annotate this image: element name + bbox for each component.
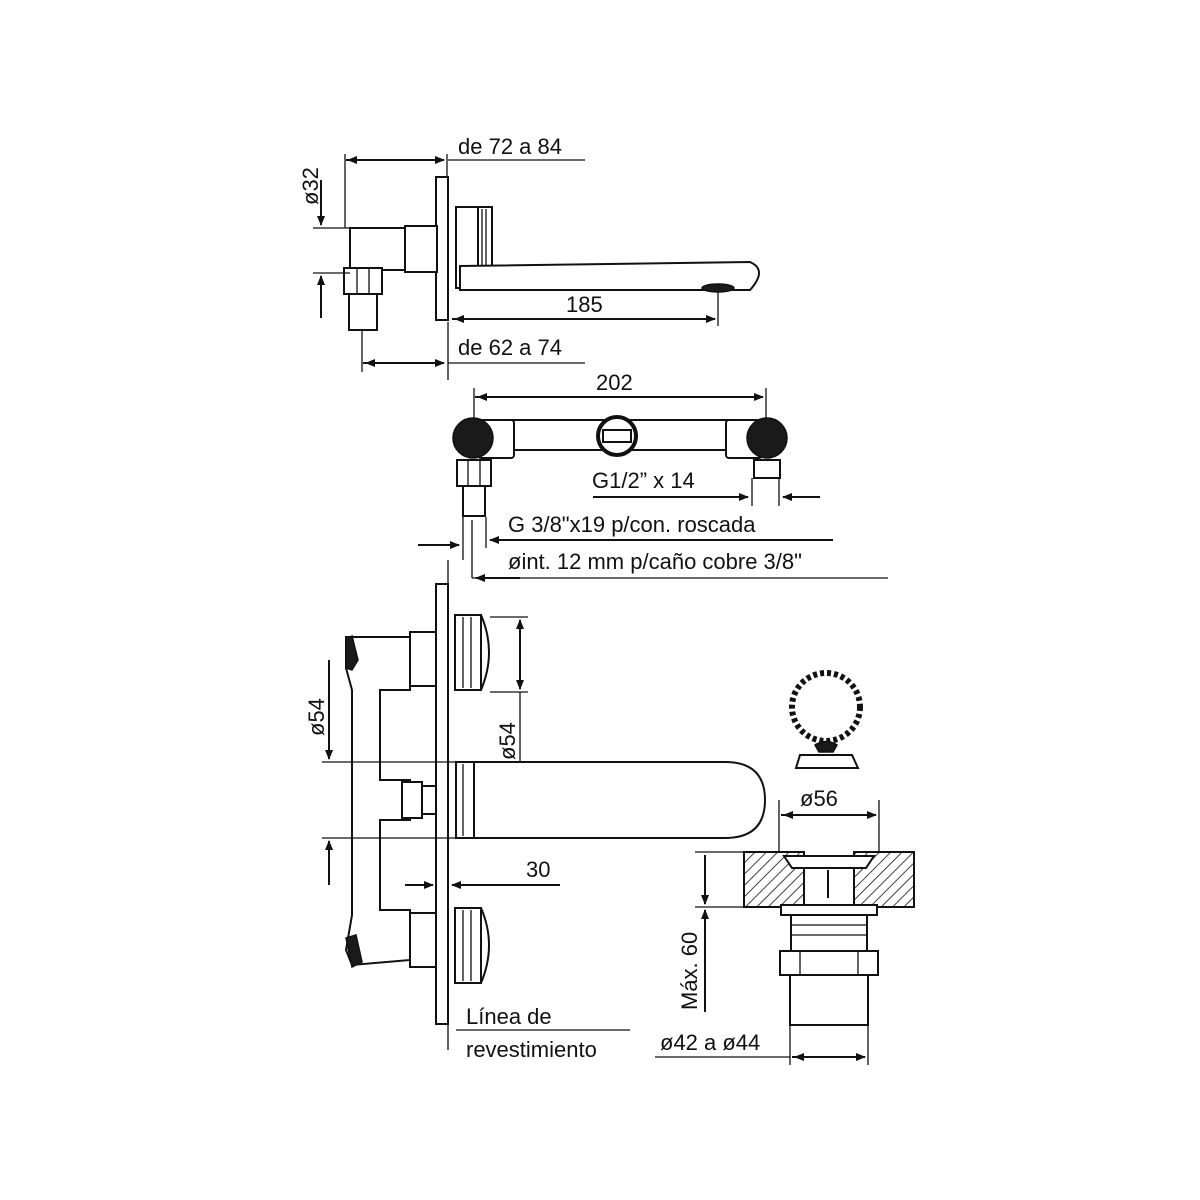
elbow-collar (404, 225, 438, 273)
upper-handle-knurl (480, 614, 490, 691)
drain-ring (780, 904, 878, 916)
label-top-width: de 72 a 84 (458, 134, 562, 159)
label-front-diameter-right: ø54 (495, 722, 520, 760)
lower-handle-base (454, 907, 482, 984)
label-thread-three-eighths: G 3/8"x19 p/con. roscada (508, 512, 756, 537)
label-cladding-line-1: Línea de (466, 1004, 552, 1029)
label-cladding-line-2: revestimiento (466, 1037, 597, 1062)
stopper-chain (789, 670, 863, 744)
label-copper-pipe: øint. 12 mm p/caño cobre 3/8" (508, 549, 802, 574)
spout (459, 260, 760, 291)
drain-thread (790, 914, 868, 952)
front-spout (455, 761, 767, 839)
front-view: ø54 ø54 30 Línea de revestimiento (304, 560, 767, 1062)
upper-handle-base (454, 614, 482, 691)
lower-handle-knurl (480, 907, 490, 984)
riser-body (344, 636, 411, 967)
right-connector (753, 459, 781, 479)
front-wall-plate (435, 583, 449, 1025)
upper-valve-collar (409, 631, 437, 687)
label-flange-offset: 30 (526, 857, 550, 882)
drain-flange (782, 855, 876, 869)
center-fitting (401, 781, 423, 819)
right-valve-cap (746, 417, 788, 459)
drain-tail (789, 974, 869, 1026)
spout-aerator (701, 283, 735, 293)
connector-pipe (348, 293, 378, 331)
label-drain-diameter: ø56 (800, 786, 838, 811)
label-drain-hole: ø42 a ø44 (660, 1030, 760, 1055)
label-valve-spacing: 202 (596, 370, 633, 395)
label-top-diameter: ø32 (298, 167, 323, 205)
stopper-plug (794, 754, 860, 769)
label-front-diameter-left: ø54 (304, 698, 329, 736)
drain-assembly: ø56 Máx. 60 ø42 a ø44 (655, 670, 915, 1065)
left-valve-cap (452, 417, 494, 459)
lower-valve-collar (409, 912, 437, 968)
drain-nut (779, 950, 879, 976)
side-view: de 72 a 84 ø32 185 de 62 a 74 (298, 134, 760, 380)
label-thread-half: G1/2” x 14 (592, 468, 695, 493)
left-hex-connector (456, 459, 492, 487)
left-connector-pipe (462, 485, 486, 517)
label-top-depth: de 62 a 74 (458, 335, 562, 360)
hex-nut (343, 267, 383, 295)
label-drain-max-depth: Máx. 60 (677, 932, 702, 1010)
label-spout-length: 185 (566, 292, 603, 317)
top-view: 202 G1/2” x 14 G 3/8"x19 p/con. roscada (418, 370, 888, 582)
